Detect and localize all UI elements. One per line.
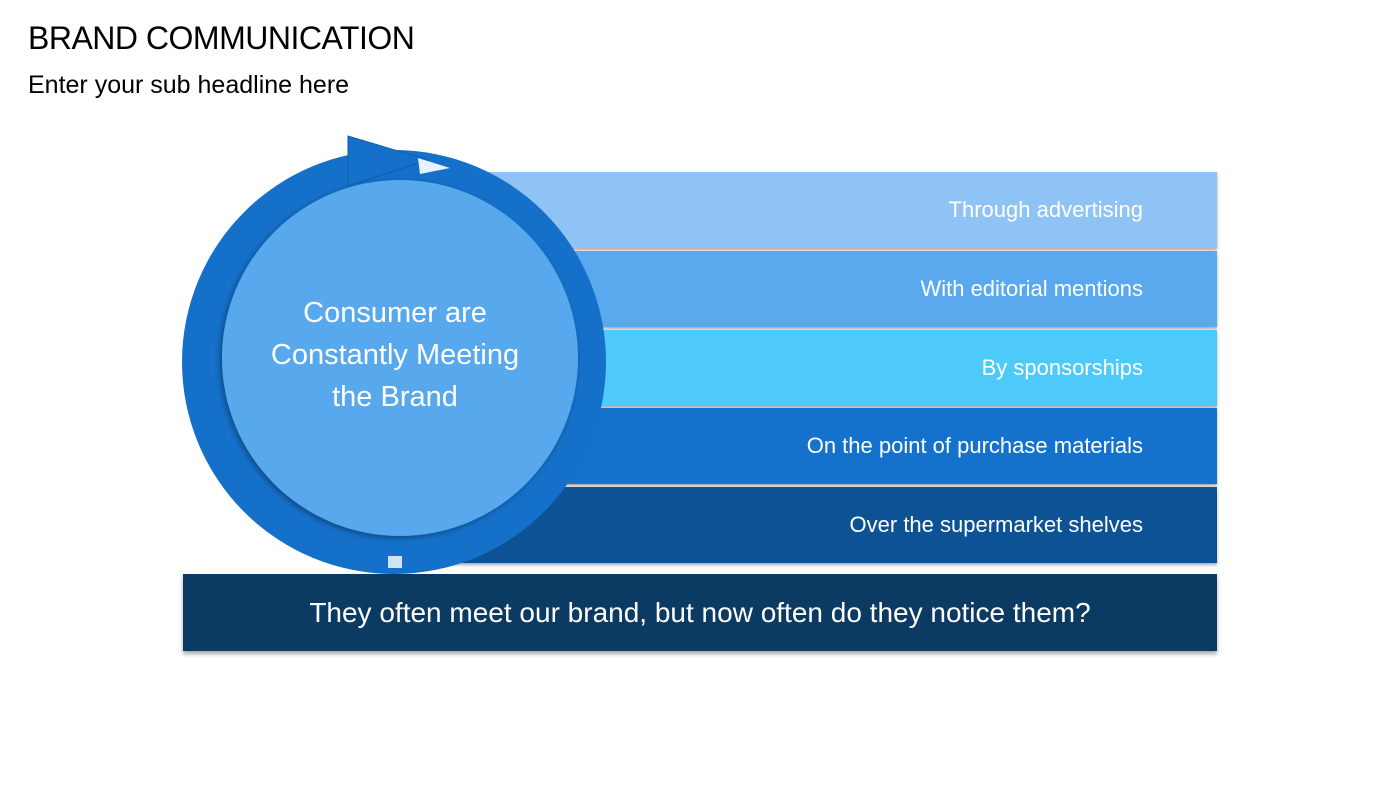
footer-banner: They often meet our brand, but now often…: [183, 574, 1217, 651]
cycle-circle: [182, 135, 606, 574]
arrow-notch: [418, 158, 450, 174]
page-subtitle: Enter your sub headline here: [28, 71, 350, 99]
band-label: Through advertising: [948, 197, 1143, 222]
center-circle: [222, 180, 578, 536]
band-label: Over the supermarket shelves: [849, 512, 1143, 537]
cycle-arrow-icon: [347, 135, 430, 187]
page-title: BRAND COMMUNICATION: [28, 20, 415, 56]
ring-gap: [388, 556, 402, 568]
band-label: With editorial mentions: [920, 276, 1143, 301]
band-label: By sponsorships: [981, 355, 1143, 380]
footer-text: They often meet our brand, but now often…: [309, 596, 1091, 628]
center-line: Constantly Meeting: [270, 339, 520, 371]
center-line: Consumer are: [303, 297, 487, 329]
center-line: the Brand: [332, 381, 458, 413]
band-label: On the point of purchase materials: [806, 433, 1143, 458]
center-circle-text: Consumer are Constantly Meeting the Bran…: [230, 292, 560, 418]
